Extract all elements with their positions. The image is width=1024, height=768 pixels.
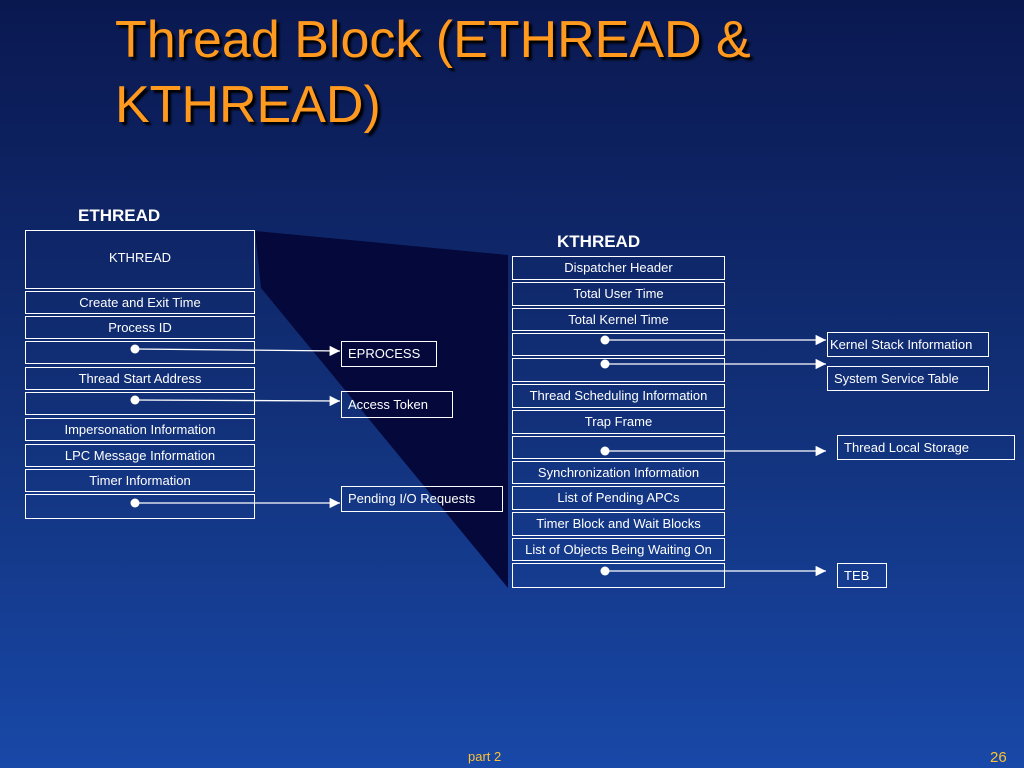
pointer-teb-dot bbox=[600, 566, 610, 576]
kthread-row-scheduling-info: Thread Scheduling Information bbox=[512, 384, 725, 408]
kthread-row-total-user-time: Total User Time bbox=[512, 282, 725, 306]
pointer-access-token-dot bbox=[130, 395, 140, 405]
ethread-row-process-id: Process ID bbox=[25, 316, 255, 339]
pointer-tls-dot bbox=[600, 446, 610, 456]
ethread-row-create-exit-time: Create and Exit Time bbox=[25, 291, 255, 314]
kthread-heading: KTHREAD bbox=[557, 232, 641, 251]
kthread-row-teb-pointer bbox=[512, 563, 725, 588]
zoom-projection-shape bbox=[255, 231, 508, 588]
ethread-row-impersonation: Impersonation Information bbox=[25, 418, 255, 441]
target-teb: TEB bbox=[837, 563, 887, 588]
page-number: 26 bbox=[990, 749, 1007, 766]
pointer-pending-io-dot bbox=[130, 498, 140, 508]
kthread-row-total-kernel-time: Total Kernel Time bbox=[512, 308, 725, 331]
pointer-eprocess-line bbox=[134, 345, 341, 357]
ethread-row-irp-pointer bbox=[25, 494, 255, 519]
ethread-row-start-address: Thread Start Address bbox=[25, 367, 255, 390]
ethread-row-lpc-message: LPC Message Information bbox=[25, 444, 255, 467]
target-thread-local-storage: Thread Local Storage bbox=[837, 435, 1015, 460]
target-pending-io-requests: Pending I/O Requests bbox=[341, 486, 503, 512]
kthread-row-dispatcher-header: Dispatcher Header bbox=[512, 256, 725, 280]
title-line-1: Thread Block (ETHREAD & bbox=[115, 11, 751, 69]
pointer-eprocess-dot bbox=[130, 344, 140, 354]
target-eprocess: EPROCESS bbox=[341, 341, 437, 367]
kthread-row-pending-apcs: List of Pending APCs bbox=[512, 486, 725, 510]
kthread-row-synchronization-info: Synchronization Information bbox=[512, 461, 725, 484]
footer-section-label: part 2 bbox=[468, 749, 502, 764]
slide-title: Thread Block (ETHREAD & KTHREAD) bbox=[115, 8, 995, 138]
ethread-row-timer: Timer Information bbox=[25, 469, 255, 492]
kthread-row-timer-wait-blocks: Timer Block and Wait Blocks bbox=[512, 512, 725, 536]
pointer-access-token-line bbox=[134, 395, 341, 407]
kthread-row-wait-objects: List of Objects Being Waiting On bbox=[512, 538, 725, 561]
ethread-heading: ETHREAD bbox=[78, 206, 161, 225]
kthread-row-trap-frame: Trap Frame bbox=[512, 410, 725, 434]
kthread-row-kernel-stack-pointer bbox=[512, 333, 725, 356]
ethread-row-kthread: KTHREAD bbox=[25, 230, 255, 289]
pointer-service-table-dot bbox=[600, 359, 610, 369]
ethread-row-token-pointer bbox=[25, 392, 255, 415]
kthread-row-tls-pointer bbox=[512, 436, 725, 459]
pointer-kernel-stack-dot bbox=[600, 335, 610, 345]
kthread-row-service-table-pointer bbox=[512, 358, 725, 382]
target-kernel-stack-information: Kernel Stack Information bbox=[827, 332, 989, 357]
title-line-2: KTHREAD) bbox=[115, 76, 381, 134]
ethread-row-eprocess-pointer bbox=[25, 341, 255, 364]
target-system-service-table: System Service Table bbox=[827, 366, 989, 391]
target-access-token: Access Token bbox=[341, 391, 453, 418]
